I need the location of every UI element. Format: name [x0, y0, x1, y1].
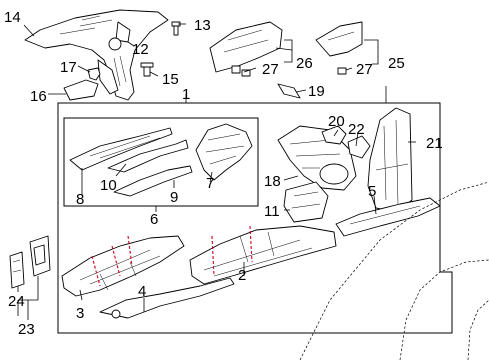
part-25-panel: [315, 21, 363, 57]
callout-4: 4: [138, 283, 146, 300]
callout-labels: 14 12 13 17 15 16 1 26 27 27 25 19 8 10 …: [4, 9, 443, 338]
callout-5: 5: [368, 183, 376, 200]
part-9-rail: [113, 165, 193, 197]
callout-1: 1: [182, 86, 190, 103]
callout-12: 12: [132, 41, 149, 58]
callout-23: 23: [18, 321, 35, 338]
callout-16: 16: [30, 88, 47, 105]
part-15-bolt: [140, 62, 154, 77]
callout-6: 6: [150, 211, 158, 228]
part-10-rail: [107, 139, 189, 173]
callout-9: 9: [170, 189, 178, 206]
part-4-extension: [99, 277, 235, 319]
callout-18: 18: [264, 173, 281, 190]
part-3-frame-rail: [61, 235, 185, 297]
cut-lines: [91, 225, 253, 287]
part-26-panel: [209, 21, 283, 73]
callout-22: 22: [348, 121, 365, 138]
fender-outline: [299, 181, 489, 360]
leader-lines: [17, 23, 416, 320]
part-23-bracket: [29, 235, 51, 277]
callout-17: 17: [60, 59, 77, 76]
part-5-sill: [335, 197, 441, 237]
callout-26: 26: [296, 55, 313, 72]
callout-19: 19: [308, 83, 325, 100]
upper-rail-assembly: [24, 9, 169, 101]
callout-27-right: 27: [356, 61, 373, 78]
callout-24: 24: [8, 293, 25, 310]
part-17-clip: [87, 67, 101, 81]
callout-15: 15: [162, 71, 179, 88]
part-24-bracket: [9, 251, 25, 289]
callout-13: 13: [194, 17, 211, 34]
callout-8: 8: [76, 191, 84, 208]
callout-27-left: 27: [262, 61, 279, 78]
part-2-frame-rail: [189, 225, 337, 285]
part-20-reinforcement: [321, 125, 347, 145]
callout-7: 7: [206, 175, 214, 192]
callout-21: 21: [426, 135, 443, 152]
part-22-bracket: [347, 135, 371, 159]
part-7-tower: [195, 123, 253, 181]
part-11-bracket: [283, 181, 329, 223]
callout-11: 11: [264, 203, 280, 220]
callout-3: 3: [76, 305, 84, 322]
callout-14: 14: [4, 9, 21, 26]
callout-25: 25: [388, 55, 405, 72]
part-27-clips: [231, 65, 347, 77]
callout-10: 10: [100, 177, 117, 194]
assembly-box-1: [57, 102, 453, 334]
part-19-bracket: [277, 83, 301, 99]
part-8-rail: [69, 127, 173, 171]
callout-2: 2: [238, 267, 246, 284]
callout-20: 20: [328, 113, 345, 130]
part-16-bracket: [63, 79, 99, 101]
part-21-pillar: [367, 107, 413, 213]
assembly-box-6: [63, 117, 259, 207]
part-13-bolt: [171, 21, 181, 36]
